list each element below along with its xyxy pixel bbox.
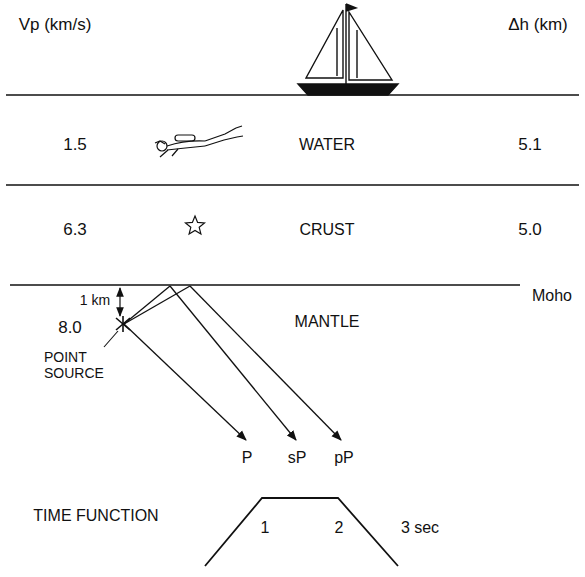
sailboat	[298, 4, 398, 95]
layer-name: WATER	[299, 136, 355, 154]
column-heading: Vp (km/s)	[19, 15, 92, 35]
axis-label: TIME FUNCTION	[33, 507, 158, 525]
depth-arrow	[119, 288, 120, 316]
moho-line	[10, 284, 520, 286]
velocity-value: 1.5	[63, 135, 87, 155]
column-heading: Δh (km)	[508, 15, 568, 35]
layer-name: CRUST	[299, 221, 354, 239]
phase-label: P	[242, 449, 253, 467]
velocity-value: 8.0	[58, 318, 82, 338]
phase-label: pP	[334, 449, 354, 467]
phase-label: sP	[288, 449, 307, 467]
diver-figure	[155, 126, 243, 157]
thickness-value: 5.0	[518, 220, 542, 240]
time-tick: 3 sec	[401, 519, 439, 537]
time-tick: 2	[335, 519, 344, 537]
point-source-symbol	[116, 316, 130, 332]
time-function-curve	[205, 498, 398, 566]
leader-line	[104, 331, 118, 347]
epicenter-star	[186, 216, 205, 234]
layer-band: 1.5 WATER 5.1	[0, 96, 585, 184]
velocity-value: 6.3	[63, 220, 87, 240]
ray-paths	[124, 286, 341, 440]
sea-surface	[6, 94, 579, 96]
thickness-value: 5.1	[518, 135, 542, 155]
dimension-label: 1 km	[80, 292, 110, 308]
layer-name: MANTLE	[295, 313, 360, 331]
boundary-label: Moho	[532, 287, 572, 305]
layer-band: 6.3 CRUST 5.0	[0, 186, 585, 284]
time-tick: 1	[261, 519, 270, 537]
sea-floor	[6, 184, 579, 186]
source-label: POINT SOURCE	[44, 349, 116, 381]
